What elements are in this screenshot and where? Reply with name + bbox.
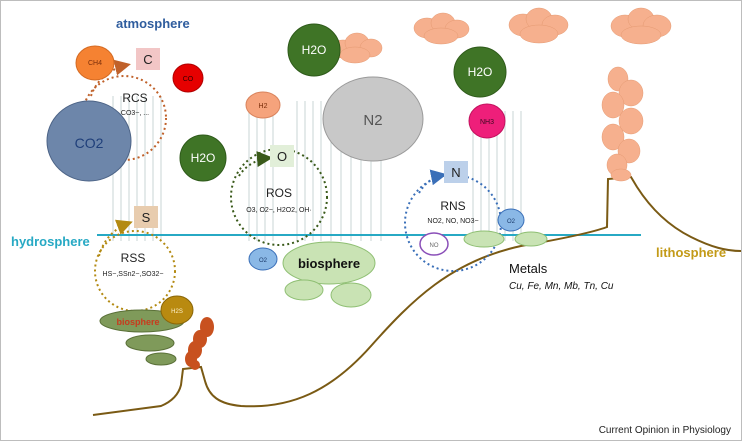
- rcs-species: CO3−, ...: [121, 110, 149, 117]
- no-bubble: [419, 232, 449, 256]
- co-bubble: [172, 63, 204, 93]
- metals-title: Metals: [509, 261, 548, 276]
- biosphere-main-blob: [282, 241, 376, 285]
- rns-species: NO2, NO, NO3−: [427, 218, 478, 225]
- rss-title: RSS: [121, 251, 146, 265]
- co2-bubble: [46, 100, 132, 182]
- h2o-bubble-left: [179, 134, 227, 182]
- oxygen-symbol: O: [277, 149, 287, 164]
- biosphere-blob: [514, 231, 548, 247]
- h2-bubble: [245, 91, 281, 119]
- biosphere-small-label: biosphere: [116, 317, 159, 327]
- cloud-top-1: [413, 12, 470, 45]
- metals-list: Cu, Fe, Mn, Mb, Tn, Cu: [509, 281, 614, 292]
- sulfur-symbol: S: [142, 210, 151, 225]
- o2-label-right: O2: [507, 219, 516, 225]
- nh3-bubble: [468, 103, 506, 139]
- ch4-bubble: [75, 45, 115, 81]
- nitrogen-box: [444, 161, 468, 183]
- ros-title: ROS: [266, 186, 292, 200]
- oxygen-box: [270, 145, 294, 167]
- biosphere-blob: [330, 282, 372, 308]
- cloud-top-3: [610, 7, 672, 45]
- ros-species: O3, O2−, H2O2, OH·: [246, 207, 312, 214]
- h2s-bubble: [160, 295, 194, 325]
- co-label: CO: [183, 76, 194, 83]
- h2-label: H2: [259, 103, 268, 110]
- o2-label-left: O2: [259, 258, 268, 264]
- seafloor-biosphere-blob: [125, 334, 175, 352]
- h2o-label-left: H2O: [191, 151, 216, 165]
- rss-cycle-ring: [94, 230, 176, 312]
- h2o-label-right: H2O: [468, 65, 493, 79]
- hydrosphere-label: hydrosphere: [11, 234, 90, 249]
- h2o-bubble-top: [287, 23, 341, 77]
- n2-label: N2: [363, 112, 382, 129]
- o2-bubble-right: [497, 208, 525, 232]
- rns-title: RNS: [440, 199, 465, 213]
- o2-bubble-left: [248, 247, 278, 271]
- lithosphere-ground-line: [92, 175, 742, 416]
- cloud-top-2: [508, 7, 569, 44]
- rns-cycle-arrow: [418, 169, 447, 194]
- carbon-box: [136, 48, 160, 70]
- n2-bubble: [322, 76, 424, 162]
- rcs-cycle-arrow: [90, 59, 131, 97]
- carbon-symbol: C: [143, 52, 152, 67]
- biosphere-blob: [463, 230, 505, 248]
- h2o-label-top: H2O: [302, 43, 327, 57]
- sulfur-box: [134, 206, 158, 228]
- volcano-plume: [601, 66, 644, 182]
- atmosphere-label: atmosphere: [116, 16, 190, 31]
- h2o-bubble-right: [453, 46, 507, 98]
- ch4-label: CH4: [88, 60, 102, 67]
- rcs-title: RCS: [122, 91, 147, 105]
- vertical-guide-lines: [112, 96, 522, 241]
- nitrogen-symbol: N: [451, 165, 460, 180]
- hydrothermal-vent-plume: [185, 317, 214, 370]
- lithosphere-label: lithosphere: [656, 245, 726, 260]
- no-label: NO: [430, 243, 439, 249]
- biosphere-blob: [284, 279, 324, 301]
- biosphere-main-label: biosphere: [298, 256, 360, 271]
- nh3-label: NH3: [480, 119, 494, 126]
- journal-credit: Current Opinion in Physiology: [599, 425, 731, 436]
- rss-species: HS−,SSn2−,SO32−: [103, 271, 164, 278]
- h2s-label: H2S: [171, 309, 183, 315]
- seafloor-biosphere-blob: [145, 352, 177, 366]
- co2-label: CO2: [75, 135, 104, 151]
